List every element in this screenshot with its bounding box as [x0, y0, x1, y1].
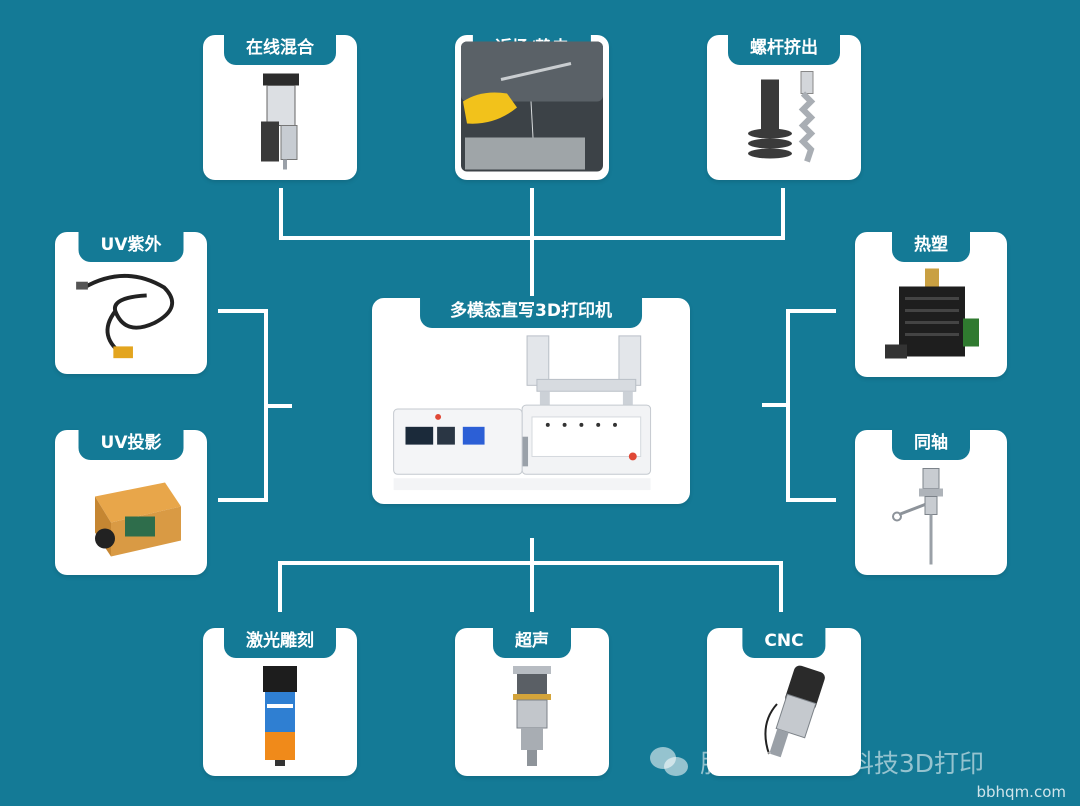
mixing-printhead-icon	[203, 71, 357, 172]
module-label-uvproj: UV投影	[78, 428, 184, 460]
uv-light-cable-icon	[55, 268, 207, 366]
module-card-laser: 激光雕刻	[203, 626, 357, 776]
uv-projector-icon	[55, 466, 207, 567]
module-card-electro: 近场/静电	[455, 33, 609, 180]
center-printer-title: 多模态直写3D打印机	[420, 296, 642, 328]
thermoplastic-hotend-icon	[855, 268, 1007, 369]
module-card-ultra: 超声	[455, 626, 609, 776]
module-label-coax: 同轴	[892, 428, 970, 460]
module-card-thermo: 热塑	[855, 230, 1007, 377]
wechat-icon	[650, 747, 690, 777]
electrospinning-icon	[461, 41, 603, 172]
module-label-ultra: 超声	[493, 626, 571, 658]
watermark: 服务号 · 森工科技3D打印	[650, 742, 1050, 782]
module-label-laser: 激光雕刻	[224, 626, 336, 658]
ultrasonic-horn-icon	[455, 664, 609, 768]
laser-engraver-icon	[203, 664, 357, 768]
module-label-cnc: CNC	[742, 626, 826, 658]
watermark-url: bbhqm.com	[976, 783, 1067, 801]
printer-machine-icon	[372, 328, 690, 496]
module-card-mix: 在线混合	[203, 33, 357, 180]
module-card-uv: UV紫外	[55, 230, 207, 374]
module-card-uvproj: UV投影	[55, 428, 207, 575]
module-card-coax: 同轴	[855, 428, 1007, 575]
module-label-thermo: 热塑	[892, 230, 970, 262]
module-label-screw: 螺杆挤出	[728, 33, 840, 65]
center-printer-card: 多模态直写3D打印机	[372, 296, 690, 504]
cnc-spindle-icon	[707, 664, 861, 768]
module-card-cnc: CNC	[707, 626, 861, 776]
watermark-text: 服务号 · 森工科技3D打印	[700, 749, 984, 778]
module-label-uv: UV紫外	[78, 230, 184, 262]
screw-extruder-icon	[707, 71, 861, 172]
coaxial-needle-icon	[855, 466, 1007, 567]
module-card-screw: 螺杆挤出	[707, 33, 861, 180]
module-label-mix: 在线混合	[224, 33, 336, 65]
